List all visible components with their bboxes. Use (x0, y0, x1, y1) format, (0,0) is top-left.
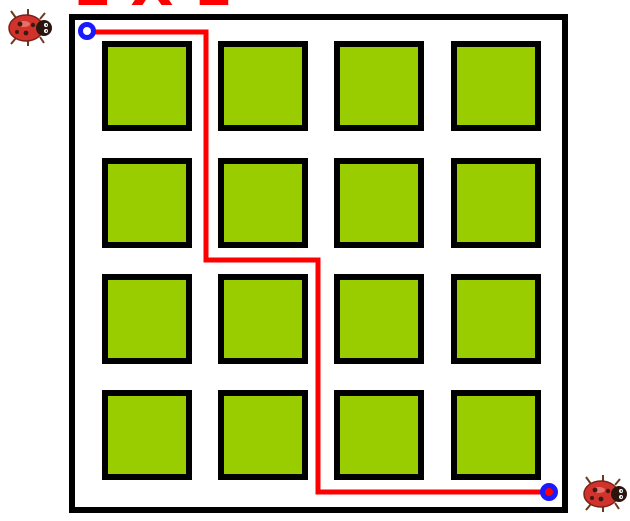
grid-block (105, 44, 189, 128)
grid-block (454, 44, 538, 128)
grid-block (105, 161, 189, 245)
grid-block (221, 161, 305, 245)
ladybug-icon (584, 475, 627, 512)
grid-block (337, 393, 421, 477)
grid-block (337, 44, 421, 128)
grid-block (454, 393, 538, 477)
grid-block (454, 277, 538, 361)
grid-block (105, 277, 189, 361)
end-node (540, 483, 558, 501)
grid-block (454, 161, 538, 245)
grid-block (221, 393, 305, 477)
ladybug-icon (9, 9, 52, 46)
grid-block (105, 393, 189, 477)
grid-block (337, 161, 421, 245)
grid-block (337, 277, 421, 361)
start-node (78, 22, 96, 40)
grid-block (221, 44, 305, 128)
grid-block (221, 277, 305, 361)
